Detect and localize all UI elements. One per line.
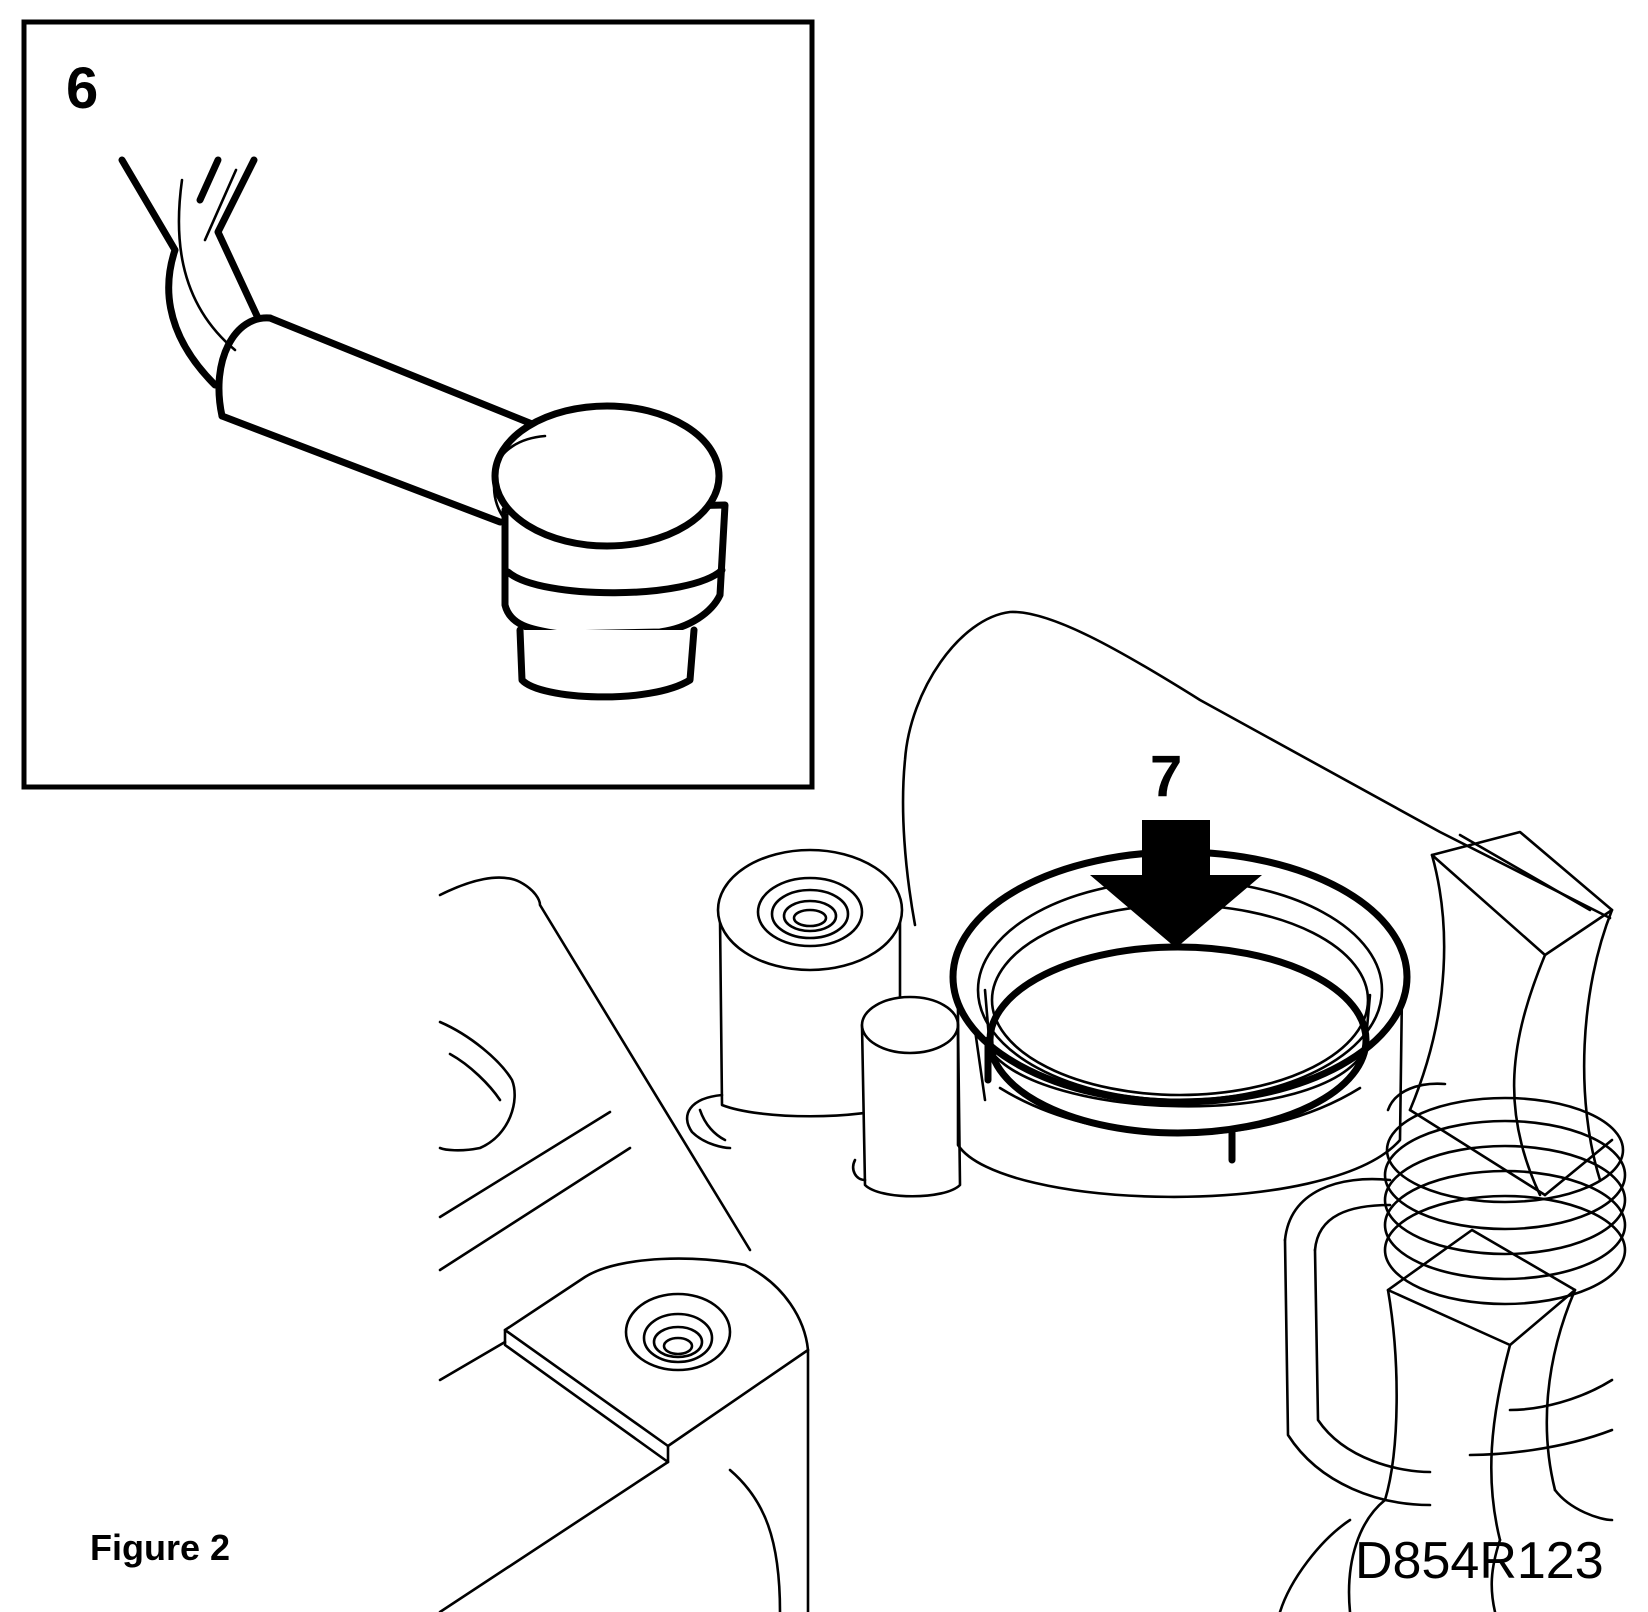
main-assembly [438,610,1627,1612]
right-clamp [1278,830,1627,1612]
pointer-arrow [1090,820,1262,948]
left-bracket [438,876,752,1612]
drawing-reference: D854R123 [1355,1532,1604,1590]
inset-detail-6 [21,19,815,790]
sensor-bore [949,848,1411,1199]
mounting-tab [503,1257,810,1612]
callout-7: 7 [1150,744,1183,809]
sensor-head [491,402,729,701]
housing-outline [901,610,1612,927]
sensor-wires [118,156,262,389]
figure-caption: Figure 2 [90,1527,231,1568]
callout-6: 6 [66,56,99,121]
dowel-pin [851,995,962,1198]
